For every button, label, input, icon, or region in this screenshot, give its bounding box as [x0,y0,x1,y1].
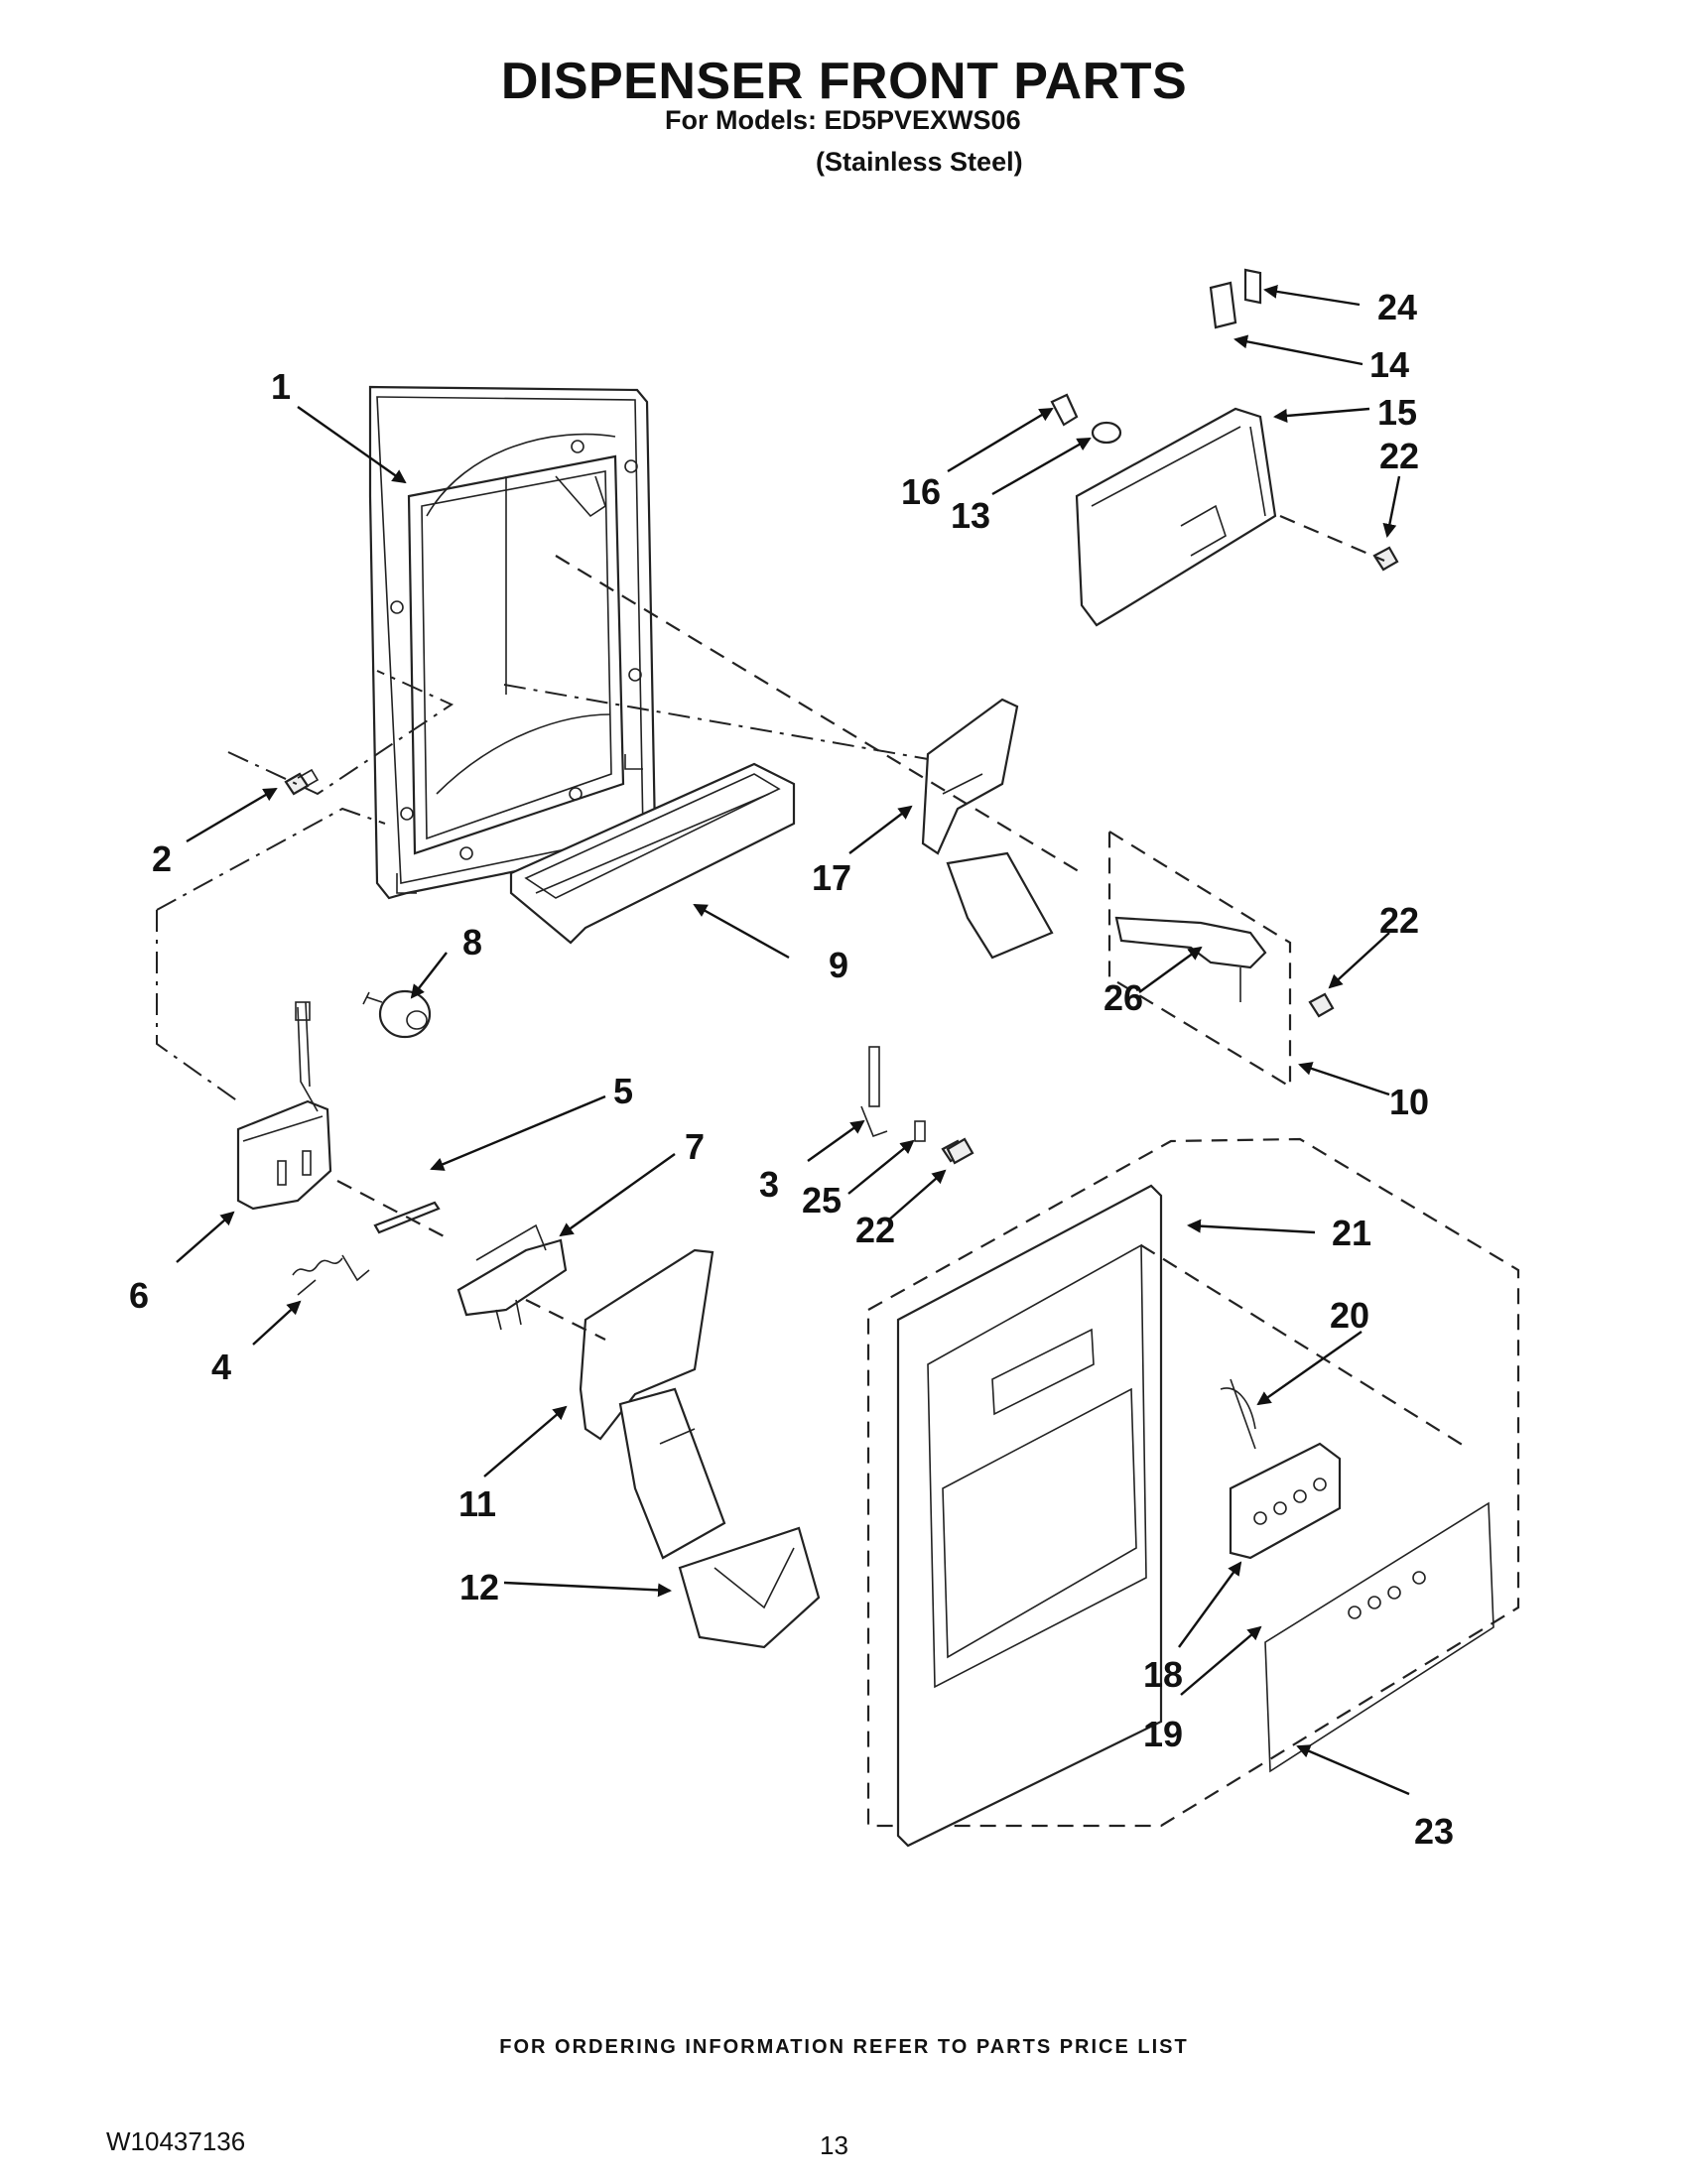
part-15-upper-bracket [1050,268,1277,627]
part-12-chute [678,1526,821,1649]
callout-20: 20 [1330,1295,1369,1336]
part-6-module [236,1001,332,1211]
callout-1: 1 [271,366,291,407]
part-9-drip-tray [509,762,796,945]
part-2-screw [284,768,320,796]
callout-7: 7 [685,1126,705,1167]
callout-labels: 1 2 3 4 5 6 7 8 9 10 11 12 13 14 15 16 1… [129,287,1454,1852]
part-8-socket [362,989,432,1039]
part-3-25-clips [860,1046,967,1163]
callout-26: 26 [1104,977,1143,1018]
callout-6: 6 [129,1275,149,1316]
callout-25: 25 [802,1180,842,1220]
callout-18: 18 [1143,1654,1183,1695]
part-22-screws [946,546,1399,1165]
callout-13: 13 [951,495,990,536]
callout-24: 24 [1377,287,1417,327]
alignment-lines [156,514,1470,1450]
callout-10: 10 [1389,1082,1429,1122]
callout-14: 14 [1369,344,1409,385]
leader-arrows [176,284,1410,1796]
document-number: W10437136 [106,2126,246,2156]
callout-16: 16 [901,471,941,512]
callout-23: 23 [1414,1811,1454,1852]
callout-22-mid: 22 [1379,900,1419,941]
part-10-switch-group [1107,830,1292,1089]
callout-12: 12 [459,1567,499,1607]
callout-5: 5 [613,1071,633,1111]
callout-22-top: 22 [1379,436,1419,476]
part-4-spring [292,1254,370,1296]
callout-19: 19 [1143,1714,1183,1754]
part-11-ice-lever [579,1248,726,1560]
callout-15: 15 [1377,392,1417,433]
callout-9: 9 [829,945,848,985]
callout-11: 11 [458,1483,496,1524]
part-17-water-lever [921,698,1054,960]
page-title: DISPENSER FRONT PARTS [500,53,1188,110]
ordering-note: FOR ORDERING INFORMATION REFER TO PARTS … [499,2036,1189,2058]
callout-4: 4 [211,1347,231,1387]
part-7-bracket [456,1223,568,1331]
callout-22-low: 22 [855,1210,895,1250]
callout-17: 17 [812,857,851,898]
page-number: 13 [820,2130,848,2160]
finish-label: (Stainless Steel) [816,147,1023,177]
callout-2: 2 [152,838,172,879]
callout-21: 21 [1332,1213,1371,1253]
part-23-panel-group [866,1137,1520,1848]
callout-8: 8 [462,922,482,963]
models-line: For Models: ED5PVEXWS06 [665,105,1021,135]
callout-3: 3 [759,1164,779,1205]
part-1-housing [368,385,657,900]
